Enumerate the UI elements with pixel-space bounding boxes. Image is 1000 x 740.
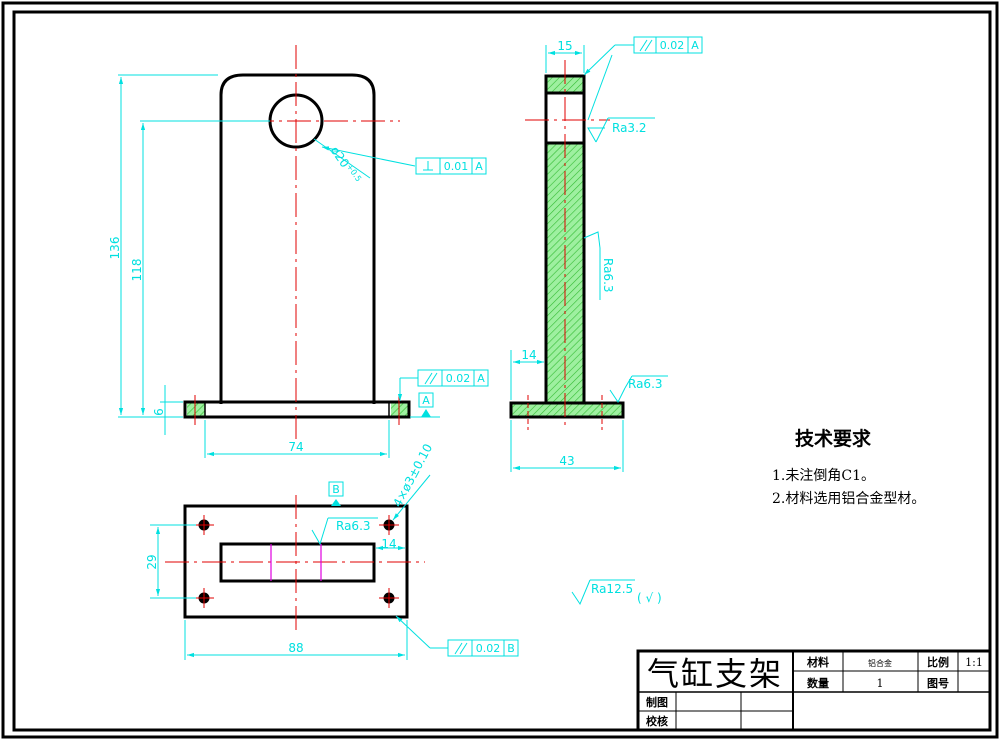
tech-item-2: 2.材料选用铝合金型材。: [772, 491, 925, 507]
svg-text:B: B: [507, 642, 515, 655]
dim-29: 29: [145, 554, 159, 569]
roughness-side-base: Ra6.3: [609, 375, 668, 403]
datum-a: A: [410, 392, 440, 418]
svg-text:Ra6.3: Ra6.3: [601, 258, 615, 293]
datum-b: B: [328, 481, 344, 506]
svg-text:0.02: 0.02: [476, 642, 501, 655]
svg-text:Ra6.3: Ra6.3: [628, 377, 663, 391]
dim-plan-14: 14: [381, 537, 396, 551]
svg-text:A: A: [477, 372, 485, 385]
fcf-perpendicularity: 0.01 A: [415, 157, 487, 175]
title-block: 气缸支架 材料 铝合金 比例 1:1 数量 1 图号 制图 校核: [636, 649, 992, 732]
svg-text:比例: 比例: [927, 655, 949, 669]
general-roughness: Ra12.5 ( √ ): [571, 579, 662, 606]
svg-text:A: A: [691, 39, 699, 52]
roughness-side-long: Ra6.3: [583, 231, 615, 300]
fcf-parallel-plan: 0.02 B: [395, 615, 519, 657]
svg-text:1:1: 1:1: [965, 656, 983, 669]
svg-text:Ra12.5: Ra12.5: [591, 582, 633, 596]
dim-hole: ø20+0.5: [328, 144, 364, 186]
dim-74: 74: [288, 440, 303, 454]
svg-text:( √ ): ( √ ): [637, 591, 662, 605]
dim-118: 118: [130, 259, 144, 282]
svg-text:B: B: [332, 483, 340, 496]
svg-text:Ra6.3: Ra6.3: [336, 519, 371, 533]
svg-text:铝合金: 铝合金: [868, 658, 892, 668]
svg-text:0.02: 0.02: [446, 372, 471, 385]
fcf-parallel-base: 0.02 A: [397, 369, 489, 401]
roughness-top: Ra3.2: [587, 54, 655, 143]
svg-text:0.01: 0.01: [444, 160, 469, 173]
fcf-parallel-top: 0.02 A: [583, 36, 703, 76]
dim-136: 136: [108, 237, 122, 260]
svg-text:1: 1: [877, 677, 884, 690]
svg-text:校核: 校核: [646, 714, 668, 728]
dim-14: 14: [521, 348, 536, 362]
dim-6: 6: [152, 408, 166, 416]
svg-text:制图: 制图: [646, 695, 668, 709]
svg-text:数量: 数量: [807, 676, 829, 690]
dim-88: 88: [288, 641, 303, 655]
svg-text:材料: 材料: [807, 655, 829, 669]
dim-43: 43: [559, 454, 574, 468]
svg-text:0.02: 0.02: [660, 39, 685, 52]
dim-holes: 4×ø3±0.10: [390, 442, 435, 510]
inner-frame: [12, 10, 992, 732]
tech-title: 技术要求: [795, 427, 872, 450]
side-view: 15 0.02 A Ra3.2 Ra6.3: [509, 36, 703, 472]
svg-text:A: A: [475, 160, 483, 173]
svg-text:A: A: [422, 394, 430, 407]
part-name: 气缸支架: [647, 655, 783, 693]
plan-view: 29 88 14 4×ø3±0.10 Ra6.3 B: [145, 442, 519, 660]
dim-15: 15: [557, 39, 572, 53]
roughness-plan: Ra6.3: [311, 517, 378, 546]
svg-text:Ra3.2: Ra3.2: [612, 121, 647, 135]
front-view: 136 118 6 74 ø20+0.5 0.01 A: [108, 45, 489, 458]
svg-text:图号: 图号: [927, 677, 949, 690]
tech-requirements: 技术要求 1.未注倒角C1。 2.材料选用铝合金型材。: [772, 427, 925, 507]
tech-item-1: 1.未注倒角C1。: [772, 468, 875, 484]
